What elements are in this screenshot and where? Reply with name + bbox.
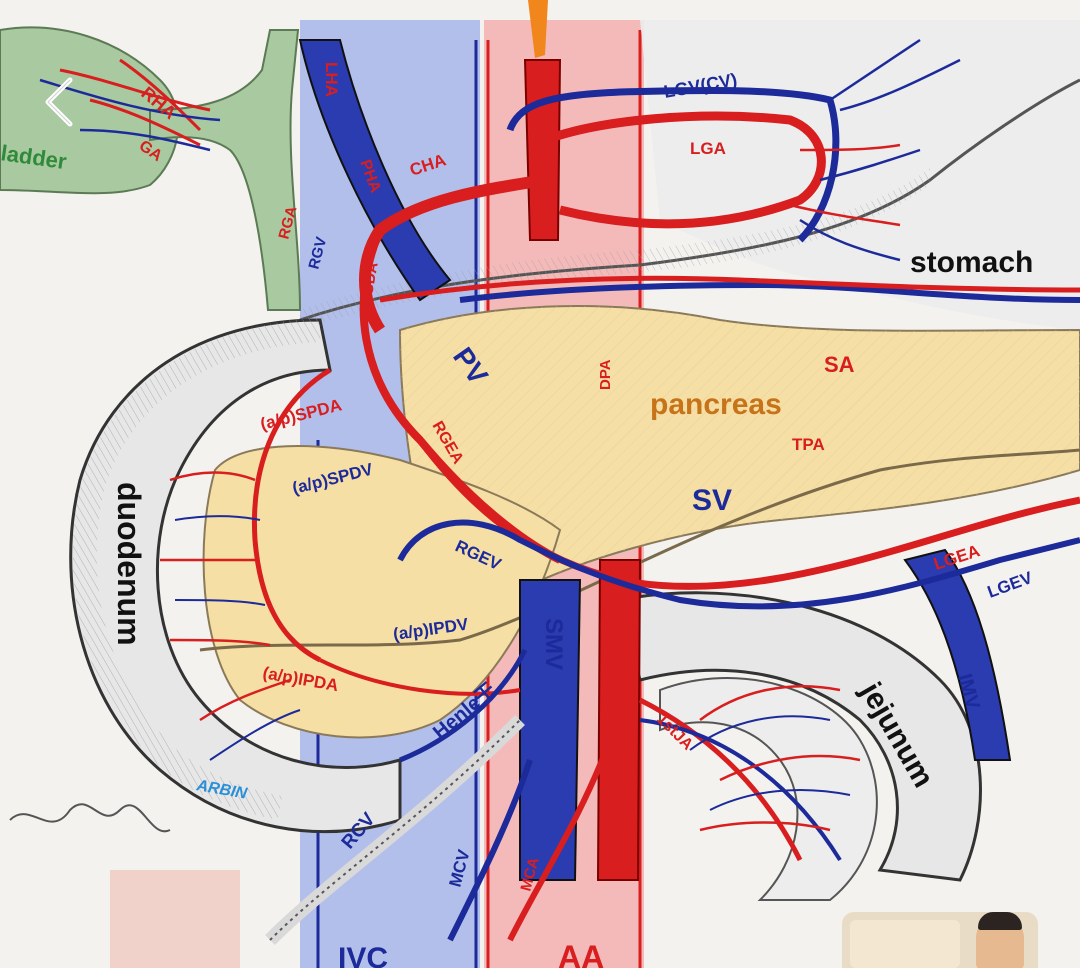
- label-sv: SV: [692, 484, 732, 517]
- duodenum-loop: [69, 318, 402, 834]
- jejunum-branches: [699, 685, 861, 832]
- rha-vein-branches: [39, 78, 221, 152]
- pancreas-hatch: [400, 306, 1080, 590]
- pancreas-head: [202, 445, 562, 739]
- stomach-branches: [799, 38, 961, 262]
- stomach-artery-branches: [789, 143, 901, 227]
- duodenum-shade: [72, 318, 321, 820]
- label-pancreas: pancreas: [650, 388, 782, 421]
- label-lga: LGA: [690, 139, 726, 158]
- mca-artery: [507, 738, 613, 942]
- label-gda: GDA: [359, 261, 382, 297]
- lgv-loop: [506, 86, 840, 243]
- thumbnail-bottom-left: [110, 870, 240, 968]
- henle-trunk: [399, 648, 528, 763]
- mcv-vein: [447, 759, 533, 942]
- label-duodenum: duodenum: [111, 482, 147, 646]
- chevron-left-icon: [45, 77, 73, 127]
- duodenum-vein-branches: [174, 515, 301, 761]
- thumbnail-hair: [978, 912, 1022, 930]
- jejunum-loop: [618, 591, 982, 882]
- back-button[interactable]: [36, 72, 82, 132]
- label-lha: LHA: [322, 62, 341, 97]
- video-thumbnail[interactable]: [842, 912, 1038, 968]
- spda-artery: [251, 367, 332, 663]
- sa-artery: [379, 275, 1080, 303]
- duodenum-branches: [160, 471, 291, 722]
- first-ja-artery: [638, 697, 803, 862]
- orange-marker: [528, 0, 548, 58]
- rcv-vein: [265, 715, 525, 945]
- sma-vessel: [596, 559, 642, 881]
- label-smv: SMV: [540, 618, 567, 670]
- jejunal-vein: [639, 718, 842, 862]
- rgev-vein: [397, 519, 1080, 610]
- label-ivc: IVC: [338, 942, 388, 968]
- thumbnail-paper: [850, 920, 960, 968]
- label-ca: CA: [528, 70, 556, 91]
- jejunum-vein-branches: [689, 715, 851, 811]
- label-stomach: stomach: [910, 246, 1033, 279]
- label-sma: SMA: [607, 772, 632, 821]
- sv-vein: [459, 281, 1080, 303]
- jejunum-lower: [659, 677, 878, 901]
- label-sa: SA: [824, 352, 855, 377]
- imv-vessel: [903, 548, 1012, 761]
- signature-scribble: [9, 803, 171, 833]
- lga-loop: [543, 111, 826, 229]
- rha-branches: [59, 58, 211, 147]
- label-tpa: TPA: [792, 435, 825, 454]
- bile-duct: [149, 29, 302, 311]
- label-dpa: DPA: [597, 359, 614, 390]
- rgea-artery: [417, 437, 1080, 590]
- label-aa: AA: [558, 939, 604, 968]
